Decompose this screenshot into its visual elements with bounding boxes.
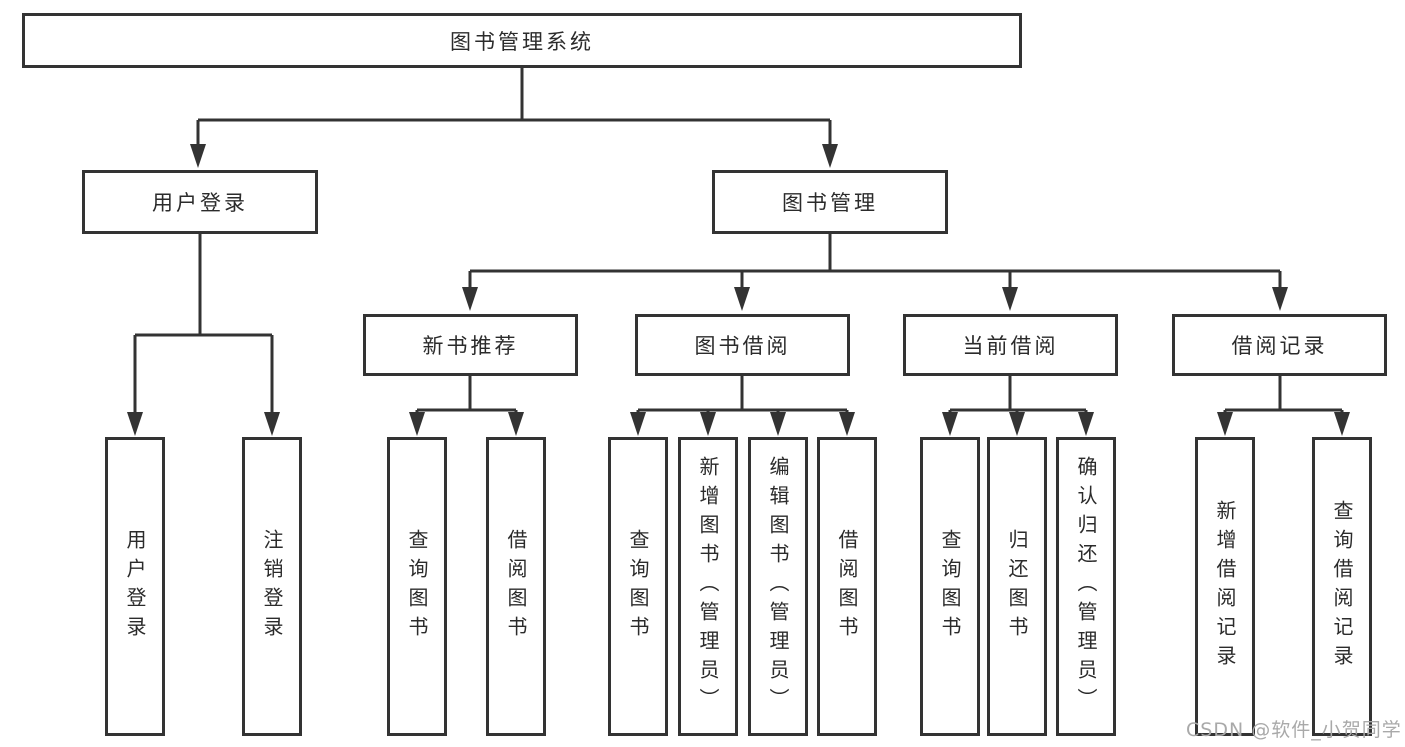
- node-book-borrow: 图书借阅: [635, 314, 850, 376]
- leaf-query-borrow-record: 查询借阅记录: [1312, 437, 1372, 736]
- connector-root-to-level2: [196, 68, 832, 146]
- leaf-add-book-admin: 新增图书（管理员）: [678, 437, 738, 736]
- csdn-watermark: CSDN @软件_小贺同学: [1186, 719, 1402, 741]
- leaf-borrow-book: 借阅图书: [817, 437, 877, 736]
- connector-book-management-to-level3: [468, 234, 1282, 289]
- leaf-confirm-return-admin: 确认归还（管理员）: [1056, 437, 1116, 736]
- connector-new-book-recommend-to-children: [415, 376, 518, 414]
- connector-current-borrow-to-children: [948, 376, 1088, 414]
- leaf-query-book-recommend: 查询图书: [387, 437, 447, 736]
- connector-user-login-to-children: [133, 234, 274, 414]
- leaf-edit-book-admin: 编辑图书（管理员）: [748, 437, 808, 736]
- connector-borrow-records-to-children: [1223, 376, 1344, 414]
- node-library-system: 图书管理系统: [22, 13, 1022, 68]
- leaf-borrow-book-recommend: 借阅图书: [486, 437, 546, 736]
- node-current-borrow: 当前借阅: [903, 314, 1118, 376]
- leaf-add-borrow-record: 新增借阅记录: [1195, 437, 1255, 736]
- node-new-book-recommend: 新书推荐: [363, 314, 578, 376]
- node-book-management: 图书管理: [712, 170, 948, 234]
- leaf-user-login: 用户登录: [105, 437, 165, 736]
- leaf-logout: 注销登录: [242, 437, 302, 736]
- leaf-return-book: 归还图书: [987, 437, 1047, 736]
- leaf-query-book-current: 查询图书: [920, 437, 980, 736]
- node-borrow-records: 借阅记录: [1172, 314, 1387, 376]
- leaf-query-book-borrow: 查询图书: [608, 437, 668, 736]
- node-user-login: 用户登录: [82, 170, 318, 234]
- connector-book-borrow-to-children: [636, 376, 849, 414]
